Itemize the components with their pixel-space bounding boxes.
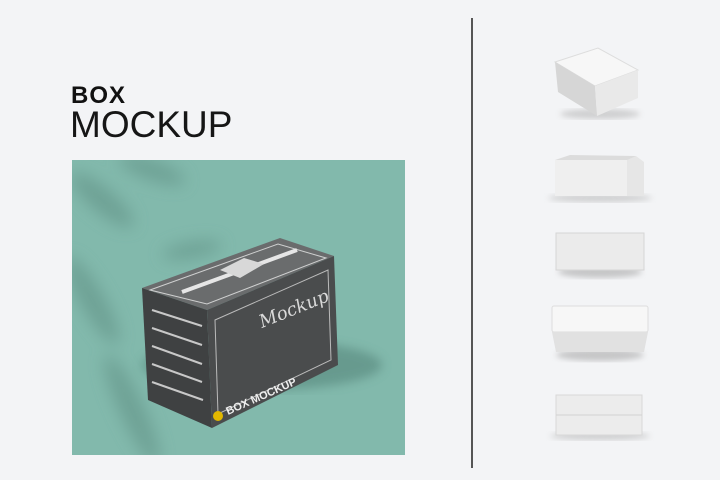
side-views-column: [548, 47, 652, 440]
mockup-preview-panel: Mockup BOX MOCKUP: [72, 160, 405, 455]
box-view-perspective: [553, 47, 640, 119]
box-view-open-front: [548, 155, 652, 202]
leaf-shadow: [72, 160, 222, 455]
box-view-front: [555, 232, 645, 278]
box-view-top-angle: [551, 305, 649, 361]
title-line-mockup: MOCKUP: [70, 104, 233, 145]
title-line-box: BOX: [71, 82, 127, 109]
main-box-illustration: Mockup BOX MOCKUP: [72, 160, 382, 455]
box-view-lid-front: [550, 394, 650, 440]
vertical-divider: [471, 18, 473, 468]
